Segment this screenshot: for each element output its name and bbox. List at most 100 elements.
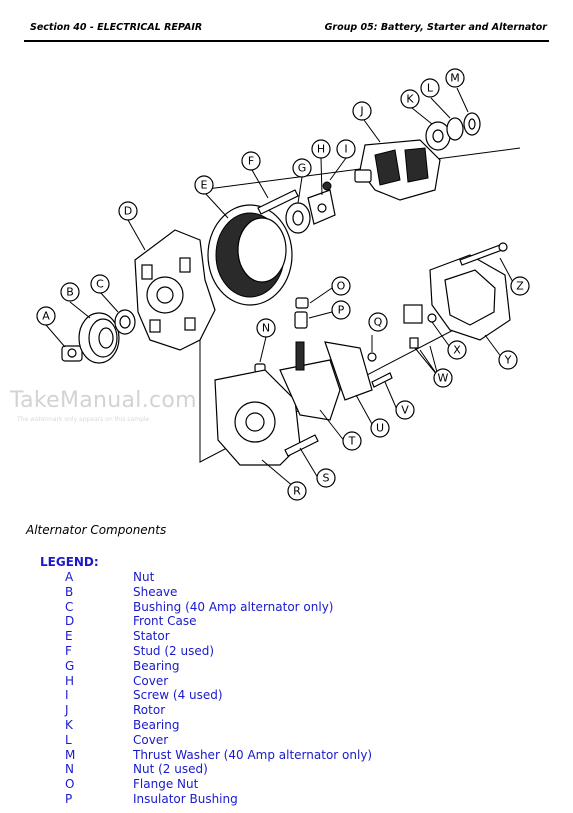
svg-text:L: L <box>427 82 434 95</box>
legend-key: K <box>65 717 73 732</box>
part-bolt <box>459 242 508 266</box>
part-sheave <box>78 312 120 364</box>
svg-text:Q: Q <box>374 316 383 329</box>
svg-text:X: X <box>453 344 461 357</box>
part-screw-x <box>427 313 437 323</box>
group-title: Group 05: Battery, Starter and Alternato… <box>324 22 547 33</box>
legend-desc: Stator <box>133 629 170 644</box>
part-regulator <box>324 341 373 401</box>
legend-row: D Front Case <box>0 614 573 629</box>
svg-text:U: U <box>376 422 384 435</box>
watermark-note: The watermark only appears on this sampl… <box>17 416 150 423</box>
callout-p: P <box>331 300 351 320</box>
svg-text:V: V <box>401 404 409 417</box>
part-insulator-bushing <box>294 311 308 329</box>
callout-v: V <box>395 400 415 420</box>
callout-s: S <box>316 468 336 488</box>
callout-e: E <box>194 175 214 195</box>
legend-desc: Nut <box>133 570 155 584</box>
legend-key: I <box>65 688 69 703</box>
legend-desc: Bearing <box>133 717 180 732</box>
callout-u: U <box>370 418 390 438</box>
part-rear-case <box>214 369 301 466</box>
svg-text:P: P <box>338 304 345 317</box>
figure-caption: Alternator Components <box>26 523 167 537</box>
callout-j: J <box>352 101 372 121</box>
legend-key: F <box>65 643 72 658</box>
part-rectifier <box>279 341 341 421</box>
part-brush-holder <box>403 304 423 349</box>
part-front-case <box>134 229 216 351</box>
legend-title: LEGEND: <box>40 555 99 569</box>
part-bearing-rear <box>425 121 451 151</box>
part-stator <box>207 204 293 306</box>
callout-y: Y <box>498 350 518 370</box>
legend-desc: Cover <box>133 673 169 688</box>
part-cover-plate <box>307 189 336 225</box>
svg-text:Z: Z <box>516 280 524 293</box>
callout-f: F <box>241 151 261 171</box>
part-bearing-front <box>285 202 311 234</box>
svg-text:F: F <box>248 155 254 168</box>
svg-text:S: S <box>323 472 330 485</box>
legend-key: H <box>65 673 75 688</box>
callout-m: M <box>445 68 465 88</box>
callout-o: O <box>331 276 351 296</box>
legend-key: D <box>65 614 75 629</box>
callout-r: R <box>287 481 307 501</box>
section-title: Section 40 - ELECTRICAL REPAIR <box>30 22 203 33</box>
callout-n: N <box>256 318 276 338</box>
callout-h: H <box>311 139 331 159</box>
part-stud <box>257 189 299 215</box>
callout-x: X <box>447 340 467 360</box>
callout-q: Q <box>368 312 388 332</box>
callout-i: I <box>336 139 356 159</box>
legend-row: H Cover <box>0 674 573 689</box>
legend-key: A <box>65 570 74 584</box>
legend-row: A Nut <box>0 570 573 585</box>
svg-text:Y: Y <box>504 354 512 367</box>
legend-key: J <box>65 703 69 718</box>
part-nut <box>61 345 83 362</box>
callout-z: Z <box>510 276 530 296</box>
legend-row: K Bearing <box>0 718 573 733</box>
legend-desc: Front Case <box>133 614 197 629</box>
legend-desc: Cover <box>133 732 169 747</box>
legend-desc: Flange Nut <box>133 777 199 792</box>
svg-text:E: E <box>201 179 208 192</box>
svg-text:W: W <box>438 372 449 385</box>
legend-row: N Nut (2 used) <box>0 762 573 777</box>
legend-key: P <box>65 791 73 806</box>
part-screw-long <box>284 434 319 457</box>
legend-desc: Thrust Washer (40 Amp alternator only) <box>133 747 373 762</box>
svg-text:K: K <box>406 93 414 106</box>
svg-text:H: H <box>317 143 325 156</box>
part-cover <box>446 117 464 141</box>
page-header: Section 40 - ELECTRICAL REPAIR Group 05:… <box>30 22 547 38</box>
part-bushing <box>114 309 136 335</box>
callout-l: L <box>420 78 440 98</box>
legend-key: N <box>65 762 74 777</box>
legend-desc: Bushing (40 Amp alternator only) <box>133 599 334 614</box>
part-screw <box>322 181 332 191</box>
part-screw-v <box>371 372 393 388</box>
svg-text:J: J <box>359 105 363 118</box>
legend-desc: Insulator Bushing <box>133 791 238 806</box>
header-rule <box>24 40 549 42</box>
svg-text:A: A <box>42 310 50 323</box>
svg-text:G: G <box>298 162 307 175</box>
part-flange-nut <box>295 297 309 309</box>
legend-desc: Nut (2 used) <box>133 762 208 777</box>
svg-text:I: I <box>344 143 347 156</box>
legend-desc: Sheave <box>133 584 178 599</box>
legend-key: G <box>65 658 75 673</box>
